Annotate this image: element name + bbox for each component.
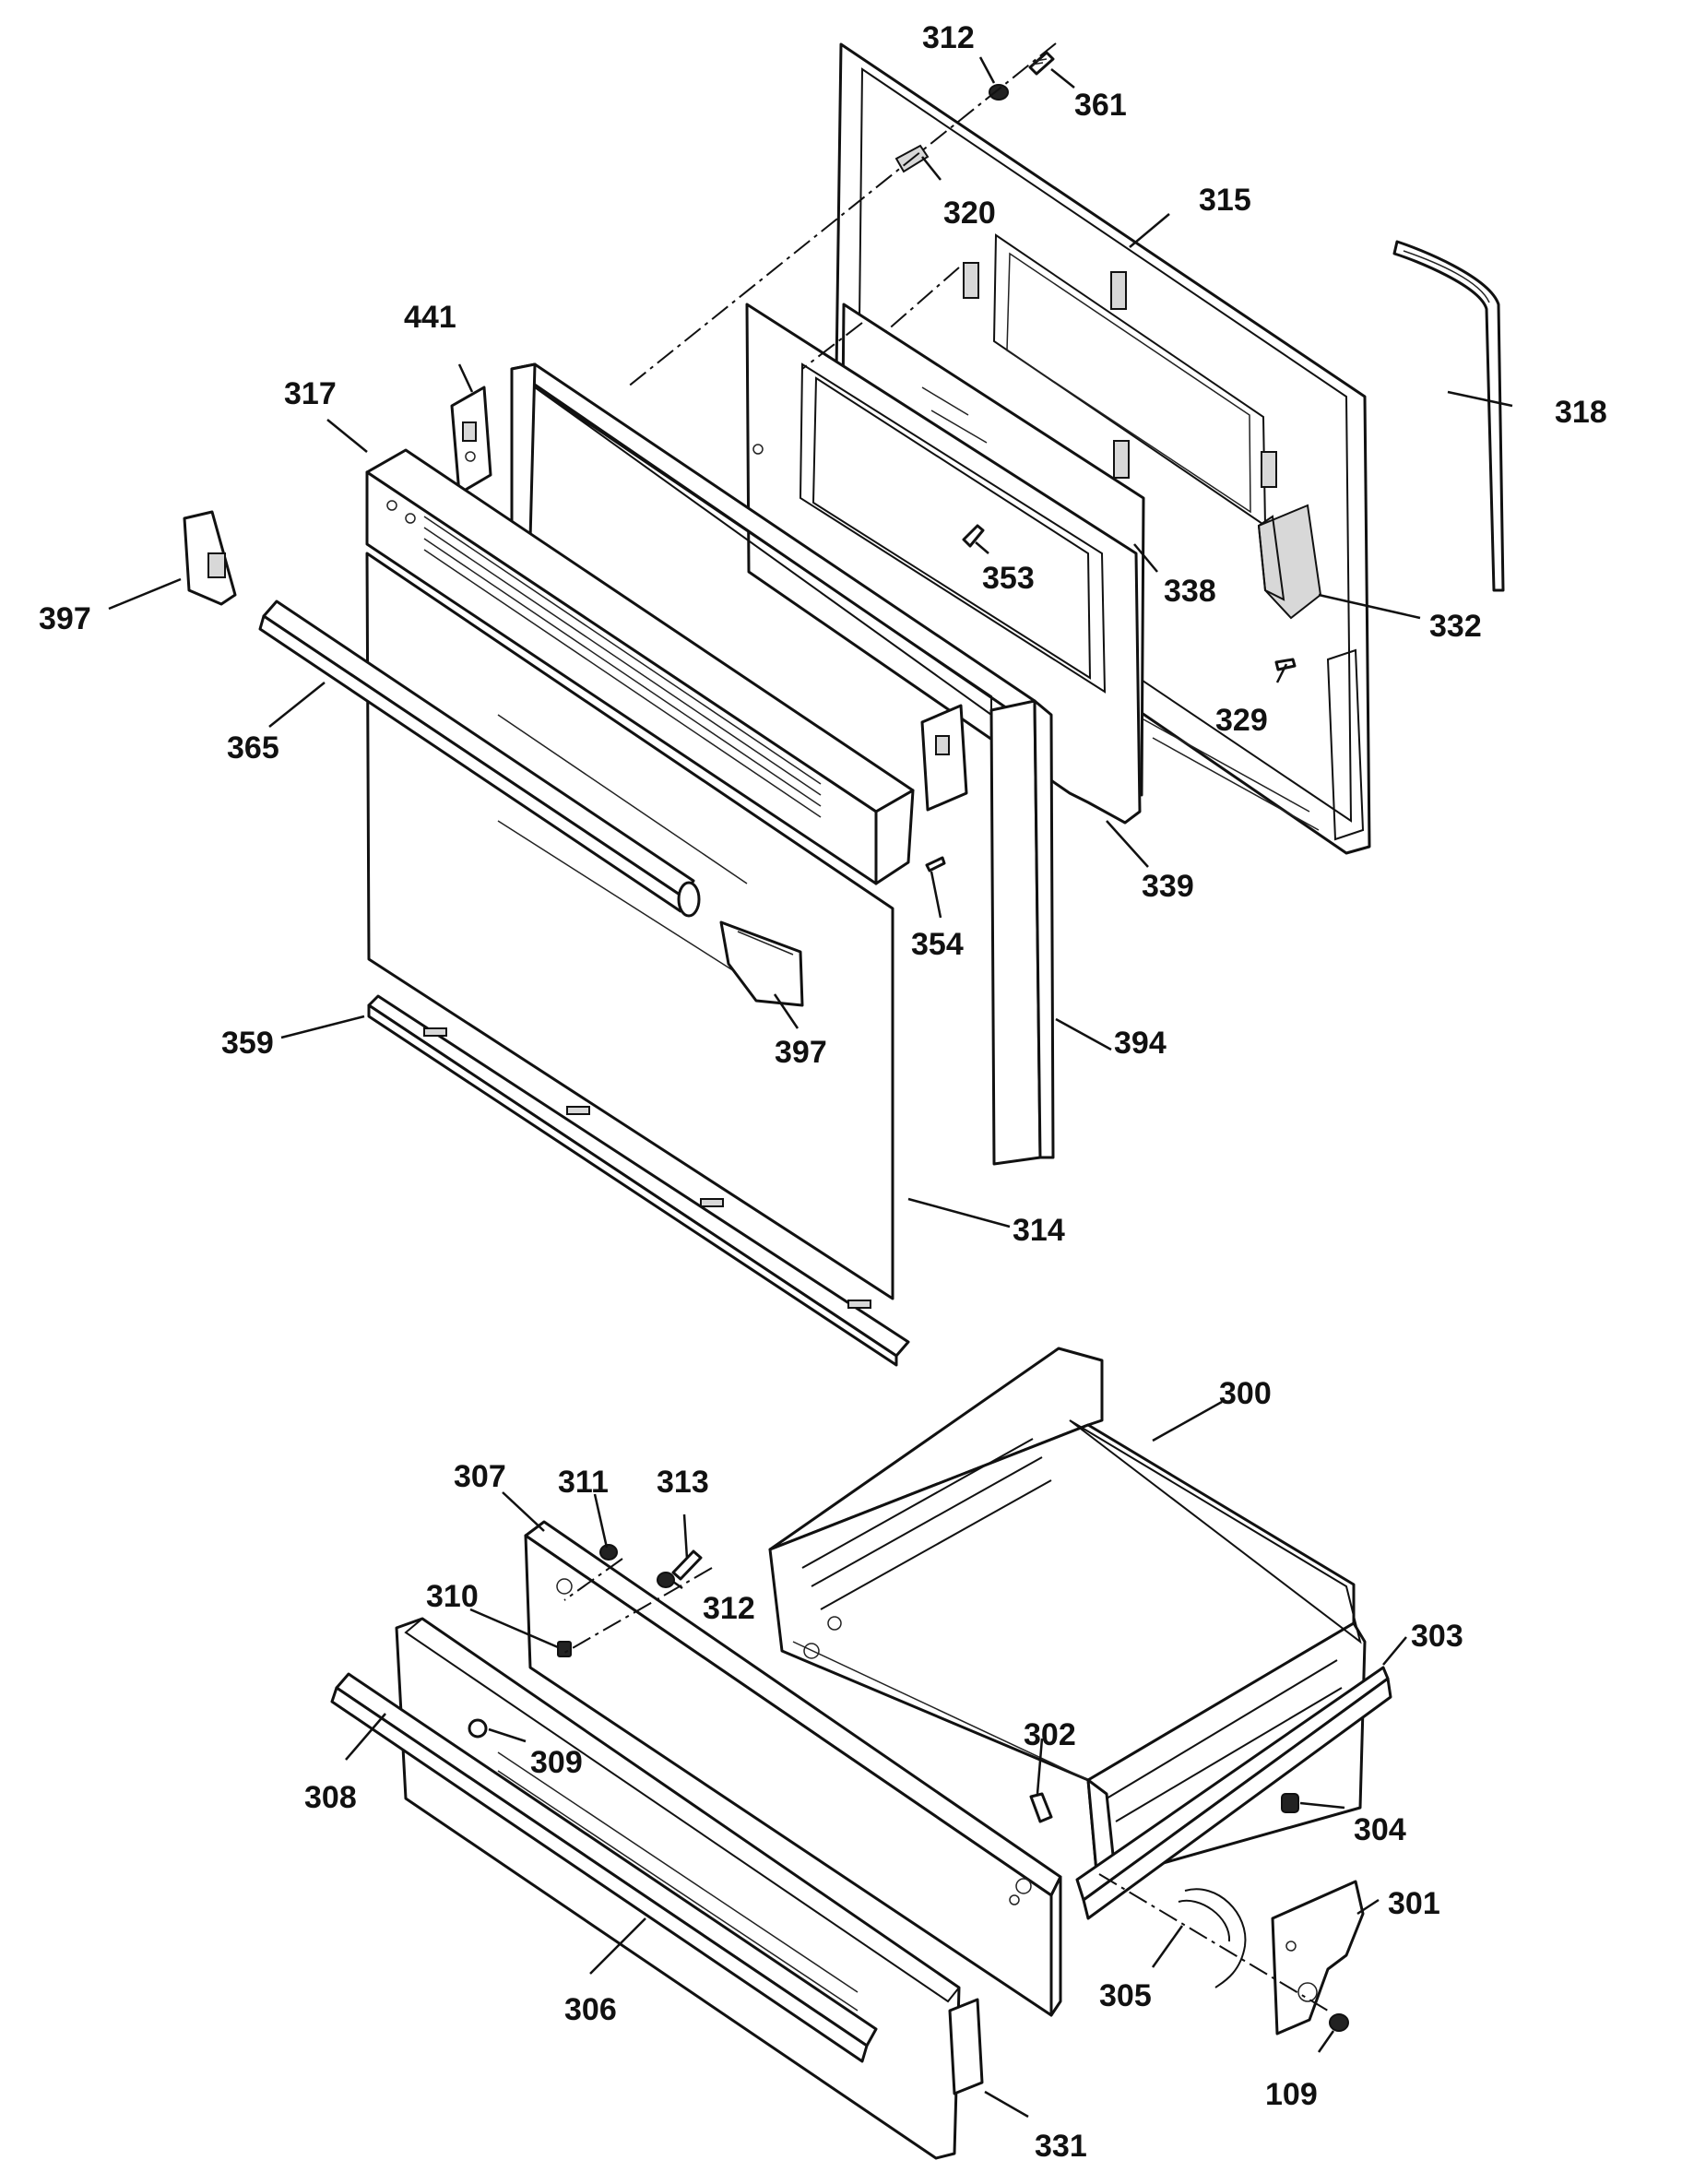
part-312-nut-upper	[989, 84, 1009, 101]
part-359-bottom-trim	[367, 994, 910, 1367]
callout-315: 315	[1199, 183, 1251, 218]
callout-305: 305	[1099, 1978, 1152, 2013]
callout-302: 302	[1024, 1717, 1076, 1752]
callout-361: 361	[1074, 88, 1127, 123]
part-302-stud	[1029, 1792, 1053, 1823]
callout-331: 331	[1035, 2129, 1087, 2164]
part-310-clip	[557, 1641, 572, 1657]
part-305-clip	[1178, 1888, 1247, 1988]
part-318-gasket	[1392, 240, 1505, 592]
callout-307: 307	[454, 1459, 506, 1494]
part-353-screw	[962, 524, 985, 548]
part-307-drawer-panel	[524, 1520, 1062, 2017]
part-300-drawer-body	[768, 1347, 1367, 1883]
callout-310: 310	[426, 1579, 479, 1614]
callout-313: 313	[657, 1465, 709, 1500]
part-314-outer-door	[365, 552, 894, 1300]
part-441-hinge	[450, 386, 492, 495]
part-361-screw-upper	[1028, 51, 1055, 76]
part-301-bracket	[1271, 1880, 1365, 2036]
part-312-washer-lower	[657, 1572, 675, 1588]
callout-320: 320	[943, 196, 996, 231]
part-304-roller	[1281, 1793, 1299, 1813]
part-397-end-cap-left	[183, 510, 237, 606]
part-394-door-frame	[510, 362, 1055, 1166]
callout-312: 312	[922, 20, 975, 55]
part-308-drawer-handle	[330, 1672, 878, 2063]
part-441-hinge-right	[920, 704, 968, 812]
leader-lines	[108, 56, 1513, 2119]
callout-304: 304	[1354, 1812, 1406, 1847]
callout-312-lower: 312	[703, 1591, 755, 1626]
assembly-lines-lower	[563, 1558, 1329, 2012]
callout-441: 441	[404, 300, 456, 335]
callout-318: 318	[1555, 395, 1607, 430]
callout-329: 329	[1215, 703, 1268, 738]
part-311-nut	[599, 1544, 618, 1561]
part-332-hinge-bracket	[1257, 504, 1322, 620]
callout-397-left: 397	[39, 601, 91, 636]
callout-339: 339	[1142, 869, 1194, 904]
callout-301: 301	[1388, 1886, 1440, 1921]
callout-labels: 312 361 320 315 318 441 317 397 353 338 …	[39, 20, 1607, 2164]
part-331-bracket	[948, 1998, 984, 2095]
callout-308: 308	[304, 1780, 357, 1815]
assembly-lines-upper	[626, 42, 1057, 388]
part-317-vent-trim	[365, 448, 915, 885]
callout-306: 306	[564, 1992, 617, 2027]
part-339-window-frame	[745, 303, 1142, 825]
callout-317: 317	[284, 376, 337, 411]
callout-394: 394	[1114, 1026, 1167, 1061]
part-354-screw	[925, 856, 946, 872]
callout-397-right: 397	[775, 1035, 827, 1070]
callout-338: 338	[1164, 574, 1216, 609]
part-303-slide-rail	[1075, 1666, 1392, 1920]
part-315-door-liner	[833, 42, 1371, 855]
part-365-handle	[258, 599, 701, 918]
callout-309: 309	[530, 1745, 583, 1780]
callout-303: 303	[1411, 1619, 1463, 1654]
callout-332: 332	[1429, 609, 1482, 644]
part-109-nut	[1329, 2013, 1349, 2032]
callout-314: 314	[1013, 1213, 1065, 1248]
callout-365: 365	[227, 730, 279, 766]
part-309-screw	[468, 1718, 488, 1739]
callout-311: 311	[558, 1465, 609, 1500]
callout-300: 300	[1219, 1376, 1272, 1411]
callout-354: 354	[911, 927, 964, 962]
callout-109: 109	[1265, 2077, 1318, 2112]
callout-359: 359	[221, 1026, 274, 1061]
callout-353: 353	[982, 561, 1035, 596]
